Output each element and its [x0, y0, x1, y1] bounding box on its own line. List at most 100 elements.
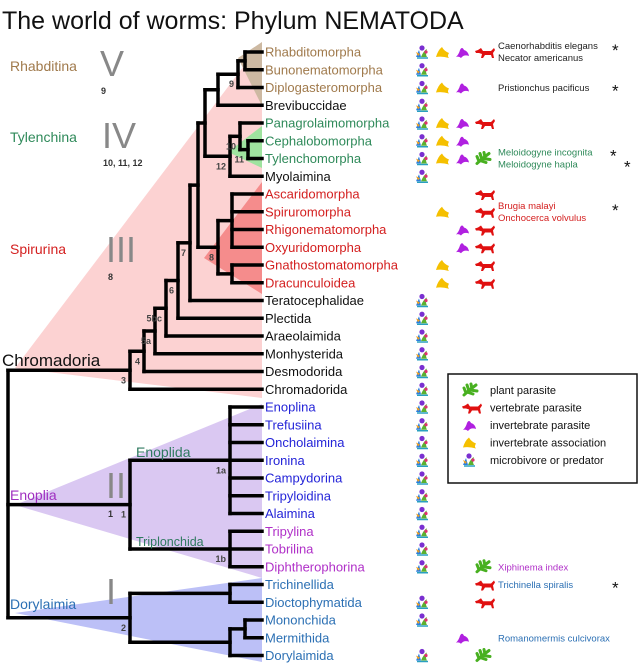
invertebrate-association-icon: [436, 47, 449, 58]
invertebrate-parasite-icon: [456, 154, 469, 165]
taxon-name: Dracunculoidea: [265, 275, 356, 290]
microbivore-icon: [415, 541, 429, 556]
taxon-row: Araeolaimida: [265, 329, 429, 344]
taxon-row: Tripylina: [265, 524, 429, 539]
node-label: 10: [226, 141, 236, 151]
taxon-name: Panagrolaimomorpha: [265, 116, 390, 131]
clade-numeral: III: [106, 229, 136, 270]
legend-label: vertebrate parasite: [490, 403, 582, 415]
clade-label: Chromadoria: [2, 351, 101, 370]
clade-label: Enoplia: [10, 487, 57, 503]
taxon-name: Oncholaimina: [265, 435, 345, 450]
taxon-name: Diphtherophorina: [265, 559, 366, 574]
node-label: 1b: [215, 554, 226, 564]
invertebrate-parasite-icon: [456, 136, 469, 147]
taxon-row: Mononchida: [265, 612, 429, 628]
taxon-row: Tripyloidina: [265, 488, 429, 503]
legend-label: microbivore or predator: [490, 455, 604, 467]
invertebrate-association-icon: [436, 82, 449, 94]
genome-star-marker: *: [612, 201, 619, 220]
taxon-row: Ascaridomorpha: [265, 187, 495, 202]
microbivore-icon: [415, 381, 429, 396]
taxon-name: Araeolaimida: [265, 329, 342, 344]
taxon-name: Alaimina: [265, 506, 316, 521]
invertebrate-parasite-icon: [456, 633, 469, 644]
node-label: 8: [209, 252, 214, 262]
microbivore-icon: [415, 168, 429, 183]
invertebrate-parasite-icon: [456, 83, 469, 94]
figure-title: The world of worms: Phylum NEMATODA: [2, 7, 464, 35]
genome-star-marker: *: [610, 147, 617, 166]
example-species: Meloidogyne hapla: [498, 160, 578, 171]
example-species: Xiphinema index: [498, 562, 568, 573]
invertebrate-association-icon: [436, 118, 449, 129]
microbivore-icon: [415, 559, 429, 574]
taxon-name: Cephalobomorpha: [265, 133, 373, 148]
node-label: 5a: [141, 336, 152, 346]
node-label: 11: [234, 155, 244, 165]
clade-numeral: IV: [102, 115, 136, 156]
microbivore-icon: [415, 435, 429, 450]
taxon-name: Trefusiina: [265, 417, 322, 432]
tree-branches: [6, 50, 264, 658]
example-species: Caenorhabditis elegans: [498, 41, 598, 52]
clade-label: Tylenchina: [10, 129, 77, 145]
node-label: 1a: [216, 465, 227, 475]
microbivore-icon: [415, 612, 429, 627]
clade-label: Dorylaimia: [10, 596, 76, 612]
taxon-row: Teratocephalidae: [265, 293, 429, 308]
node-label: 2: [121, 623, 126, 633]
node-label: 5bc: [146, 313, 162, 323]
microbivore-icon: [415, 62, 429, 77]
microbivore-icon: [415, 44, 429, 59]
vertebrate-parasite-icon: [475, 261, 495, 271]
taxon-name: Tripylina: [265, 524, 314, 539]
plant-parasite-icon: [475, 648, 492, 662]
genome-star-marker: *: [612, 579, 619, 598]
taxon-row: Enoplina: [265, 400, 429, 415]
vertebrate-parasite-icon: [475, 119, 495, 129]
microbivore-icon: [415, 133, 429, 148]
microbivore-icon: [415, 470, 429, 485]
taxon-name: Myolaimina: [265, 169, 332, 184]
node-label: 7: [181, 248, 186, 258]
invertebrate-association-icon: [436, 135, 449, 147]
invertebrate-association-icon: [436, 277, 449, 289]
vertebrate-parasite-icon: [475, 243, 495, 254]
node-label: 1: [121, 510, 126, 520]
microbivore-icon: [415, 364, 429, 379]
clade-label: Rhabditina: [10, 58, 77, 74]
taxon-row: Chromadorida: [265, 381, 429, 397]
legend-box: [447, 373, 638, 484]
taxon-row: Monhysterida: [265, 346, 429, 361]
taxon-name: Mermithida: [265, 630, 330, 645]
taxon-name: Monhysterida: [265, 346, 344, 361]
taxon-row: Bunonematomorpha: [265, 62, 429, 77]
invertebrate-parasite-icon: [456, 119, 469, 129]
taxon-name: Mononchida: [265, 613, 337, 628]
microbivore-icon: [415, 648, 429, 663]
clade-numeral: V: [100, 43, 124, 84]
taxon-name: Ascaridomorpha: [265, 187, 360, 202]
node-label: 4: [135, 356, 140, 366]
subclade-label: Enoplida: [136, 444, 191, 460]
taxon-row: Alaimina: [265, 506, 429, 521]
taxon-name: Diplogasteromorpha: [265, 80, 383, 95]
plant-parasite-icon: [475, 151, 492, 165]
vertebrate-parasite-icon: [475, 207, 495, 218]
taxon-name: Teratocephalidae: [265, 293, 364, 308]
node-label: 12: [216, 161, 226, 171]
invertebrate-association-icon: [436, 260, 449, 271]
taxon-row: Gnathostomatomorpha: [265, 258, 495, 273]
example-species: Romanomermis culcivorax: [498, 633, 610, 644]
legend-label: invertebrate parasite: [490, 420, 590, 432]
taxon-row: Trefusiina: [265, 417, 429, 432]
genome-star-marker: *: [612, 41, 619, 60]
